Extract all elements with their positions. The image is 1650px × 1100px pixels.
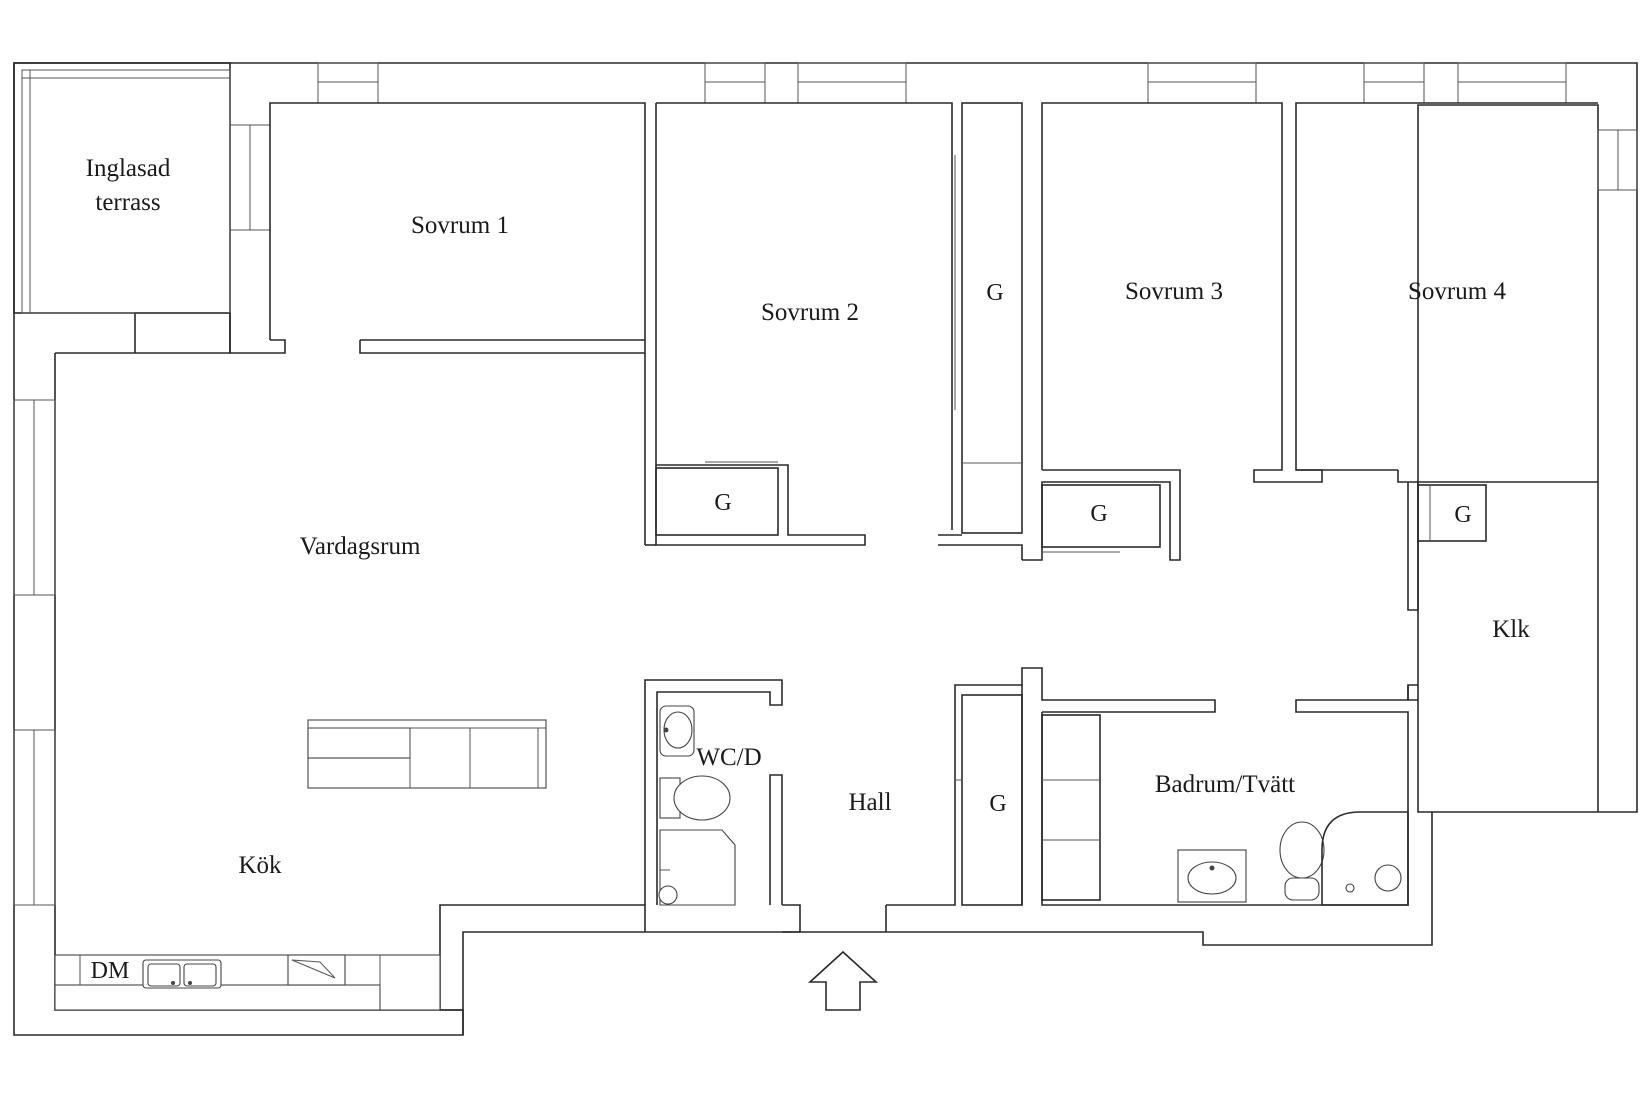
- bedroom-3-walls: [1022, 102, 1598, 561]
- room-label-living: Vardagsrum: [300, 533, 421, 560]
- storage-label-wardrobe-column: G: [986, 280, 1003, 306]
- wardrobe-column: [938, 102, 1023, 560]
- storage-labels: G G G G G: [714, 280, 1471, 817]
- storage-label-bedroom-4: G: [1454, 502, 1471, 528]
- glazed-terrace: [13, 62, 231, 314]
- kitchen-island: [307, 719, 547, 789]
- room-label-bedroom-3: Sovrum 3: [1125, 278, 1223, 305]
- entrance-arrow-icon: [807, 950, 879, 1011]
- room-label-walkin: Klk: [1492, 616, 1530, 643]
- room-label-bedroom-4: Sovrum 4: [1408, 278, 1506, 305]
- appliance-label-dishwasher: DM: [91, 958, 130, 984]
- wc-fixtures: [658, 705, 736, 906]
- room-label-terrace-line2: terrass: [95, 189, 160, 216]
- storage-label-bedroom-2: G: [714, 490, 731, 516]
- room-label-kitchen: Kök: [238, 852, 282, 879]
- bedroom-4-walls: [1296, 469, 1598, 701]
- windows: [13, 62, 1638, 906]
- bath-fixtures: [1177, 811, 1409, 906]
- room-labels: Inglasad terrass Sovrum 1 Sovrum 2 Sovru…: [86, 155, 1531, 879]
- kitchen-counter: [54, 954, 441, 1011]
- room-label-wc: WC/D: [696, 744, 761, 771]
- room-label-bedroom-2: Sovrum 2: [761, 299, 859, 326]
- bedroom-2-walls: [644, 102, 953, 546]
- room-label-terrace-line1: Inglasad: [86, 155, 171, 182]
- hall-walls: [782, 667, 1216, 933]
- wc-walls: [644, 679, 783, 905]
- room-label-hall: Hall: [848, 789, 891, 816]
- bedroom-1-walls: [229, 102, 646, 354]
- room-label-bedroom-1: Sovrum 1: [411, 212, 509, 239]
- storage-label-hall: G: [989, 791, 1006, 817]
- storage-label-bedroom-3: G: [1090, 501, 1107, 527]
- bath-walls: [1041, 685, 1409, 906]
- room-label-bath: Badrum/Tvätt: [1155, 771, 1295, 798]
